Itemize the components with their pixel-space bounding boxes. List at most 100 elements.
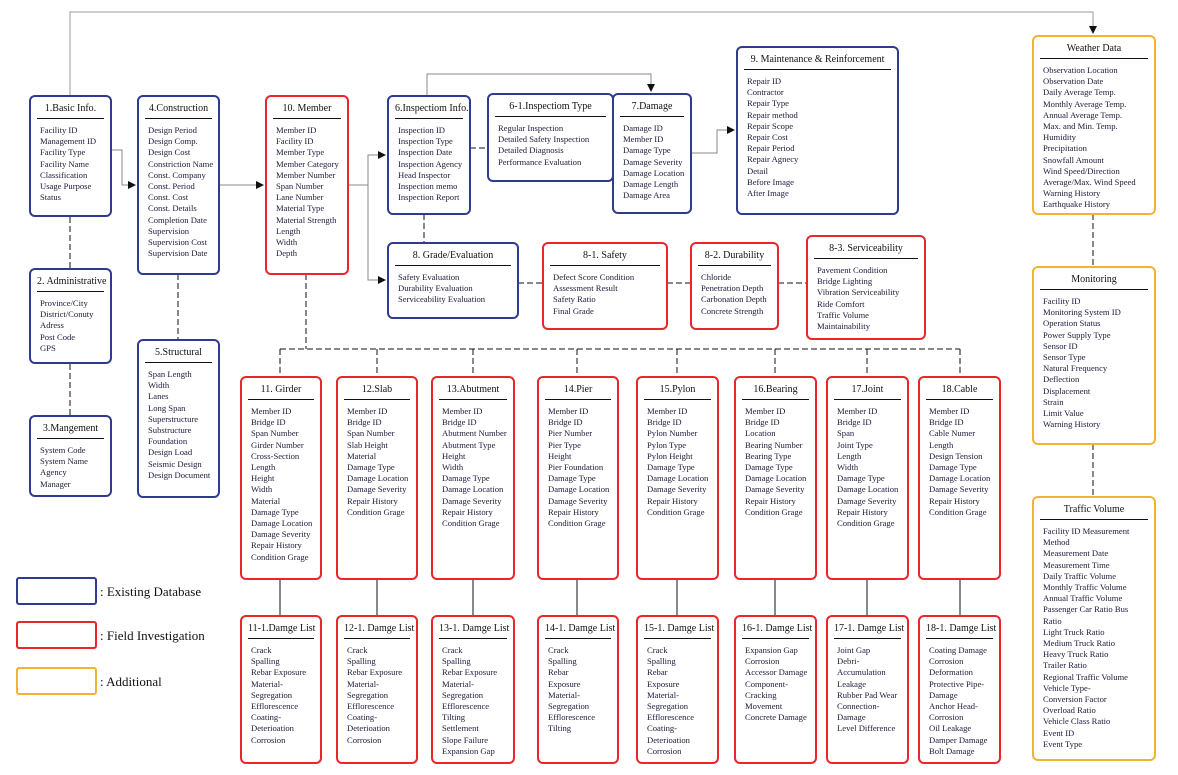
entity-field: Management ID	[40, 136, 97, 147]
entity-title: 9. Maintenance & Reinforcement	[744, 48, 891, 70]
entity-field: Chloride	[701, 272, 732, 282]
entity-field: Observation Date	[1043, 76, 1104, 87]
entity-field: Material	[251, 495, 281, 506]
entity-field: Power Supply Type	[1043, 329, 1111, 340]
legend-label-additional: : Additional	[100, 674, 162, 689]
entity-field: Crack	[442, 645, 463, 655]
entity-field: Repair History	[251, 540, 302, 551]
entity-field: Supervision Cost	[148, 237, 207, 248]
entity-title: Traffic Volume	[1040, 498, 1148, 520]
entity-field: Manager	[40, 478, 71, 489]
entity-field: Sensor ID	[1043, 340, 1078, 351]
entity-field: Expansion Gap	[745, 645, 798, 655]
entity-field: Damage Type	[251, 506, 299, 517]
entity-field: Damage ID	[623, 123, 663, 133]
entity-field: Constriction Name	[148, 158, 214, 169]
entity-field: Tilting	[442, 712, 466, 723]
entity-field: Member ID	[347, 406, 388, 416]
entity-field: Damage Severity	[647, 484, 707, 495]
entity-field: Pavement Condition	[817, 265, 888, 275]
entity-title: 18.Cable	[926, 378, 993, 400]
entity-field: Segregation	[647, 701, 689, 712]
entity-field: Cable Numer	[929, 428, 976, 439]
entity-title: 3.Mangement	[37, 417, 104, 439]
entity-field: Member ID	[837, 406, 878, 416]
entity-title: 15.Pylon	[644, 378, 711, 400]
entity-field: Height	[442, 450, 466, 461]
entity-field: Lanes	[148, 391, 169, 402]
entity-title: Monitoring	[1040, 268, 1148, 290]
entity-field: Bridge ID	[837, 417, 872, 428]
entity-field: Substructure	[148, 425, 192, 436]
entity-field: Damage Location	[251, 518, 313, 529]
entity-field: Const. Period	[148, 181, 195, 192]
entity-field: Deterioation	[347, 723, 390, 734]
entity-title: 8-1. Safety	[550, 244, 660, 266]
entity-field: Passenger Car Ratio Bus	[1043, 604, 1129, 615]
entity-field: Repair method	[747, 109, 798, 120]
entity-field: Deflection	[1043, 374, 1080, 385]
entity-field: Repair History	[837, 506, 888, 517]
entity-field: Material-	[548, 689, 580, 700]
entity-field: Average/Max. Wind Speed	[1043, 177, 1136, 188]
entity-field: Width	[442, 462, 464, 473]
entity-field: Sensor Type	[1043, 352, 1086, 363]
entity-field: Warning History	[1043, 188, 1101, 199]
entity-field: Concrete Damage	[745, 712, 807, 723]
entity-field: Movement	[745, 701, 783, 712]
entity-field: Debri-	[837, 656, 860, 667]
entity-field: Facility ID	[1043, 296, 1081, 306]
entity-title: 8. Grade/Evaluation	[395, 244, 511, 266]
entity-field: Inspection Agency	[398, 158, 463, 169]
entity-field: Facility Type	[40, 147, 86, 158]
entity-field: Damage Type	[647, 462, 695, 473]
entity-title: 6-1.Inspectiom Type	[495, 95, 606, 117]
entity-field: Damage Severity	[837, 495, 897, 506]
entity-field: Deterioation	[251, 723, 294, 734]
solid-arrows	[69, 11, 1097, 284]
entity-field: Repair ID	[747, 76, 782, 86]
entity-field: Classification	[40, 169, 88, 180]
entity-field: Bearing Type	[745, 450, 792, 461]
entity-field: Oil Leakage	[929, 723, 972, 734]
entity-field: Condition Grage	[929, 506, 987, 517]
entity-field: Damage Type	[929, 462, 977, 473]
entity-field: Member Type	[276, 147, 325, 158]
entity-field: Coating-	[251, 712, 282, 723]
entity-field: Measurement Time	[1043, 559, 1110, 570]
entity-field: Defect Score Condition	[553, 272, 635, 282]
legend-label-field: : Field Investigation	[100, 628, 205, 643]
legend-swatch-additional	[16, 667, 97, 695]
entity-field: Ride Comfort	[817, 298, 865, 309]
entity-field: Girder Number	[251, 439, 304, 450]
entity-field: Cross-Section	[251, 450, 300, 461]
entity-field: Post Code	[40, 331, 76, 342]
entity-field: Penetration Depth	[701, 283, 764, 294]
entity-field: Slope Failure	[442, 734, 489, 745]
entity-field: Damage Length	[623, 179, 679, 190]
entity-field: Light Truck Ratio	[1043, 626, 1105, 637]
entity-field: Accessor Damage	[745, 667, 808, 678]
entity-field: Corrosion	[647, 745, 682, 756]
entity-field: Abutment Type	[442, 439, 496, 450]
